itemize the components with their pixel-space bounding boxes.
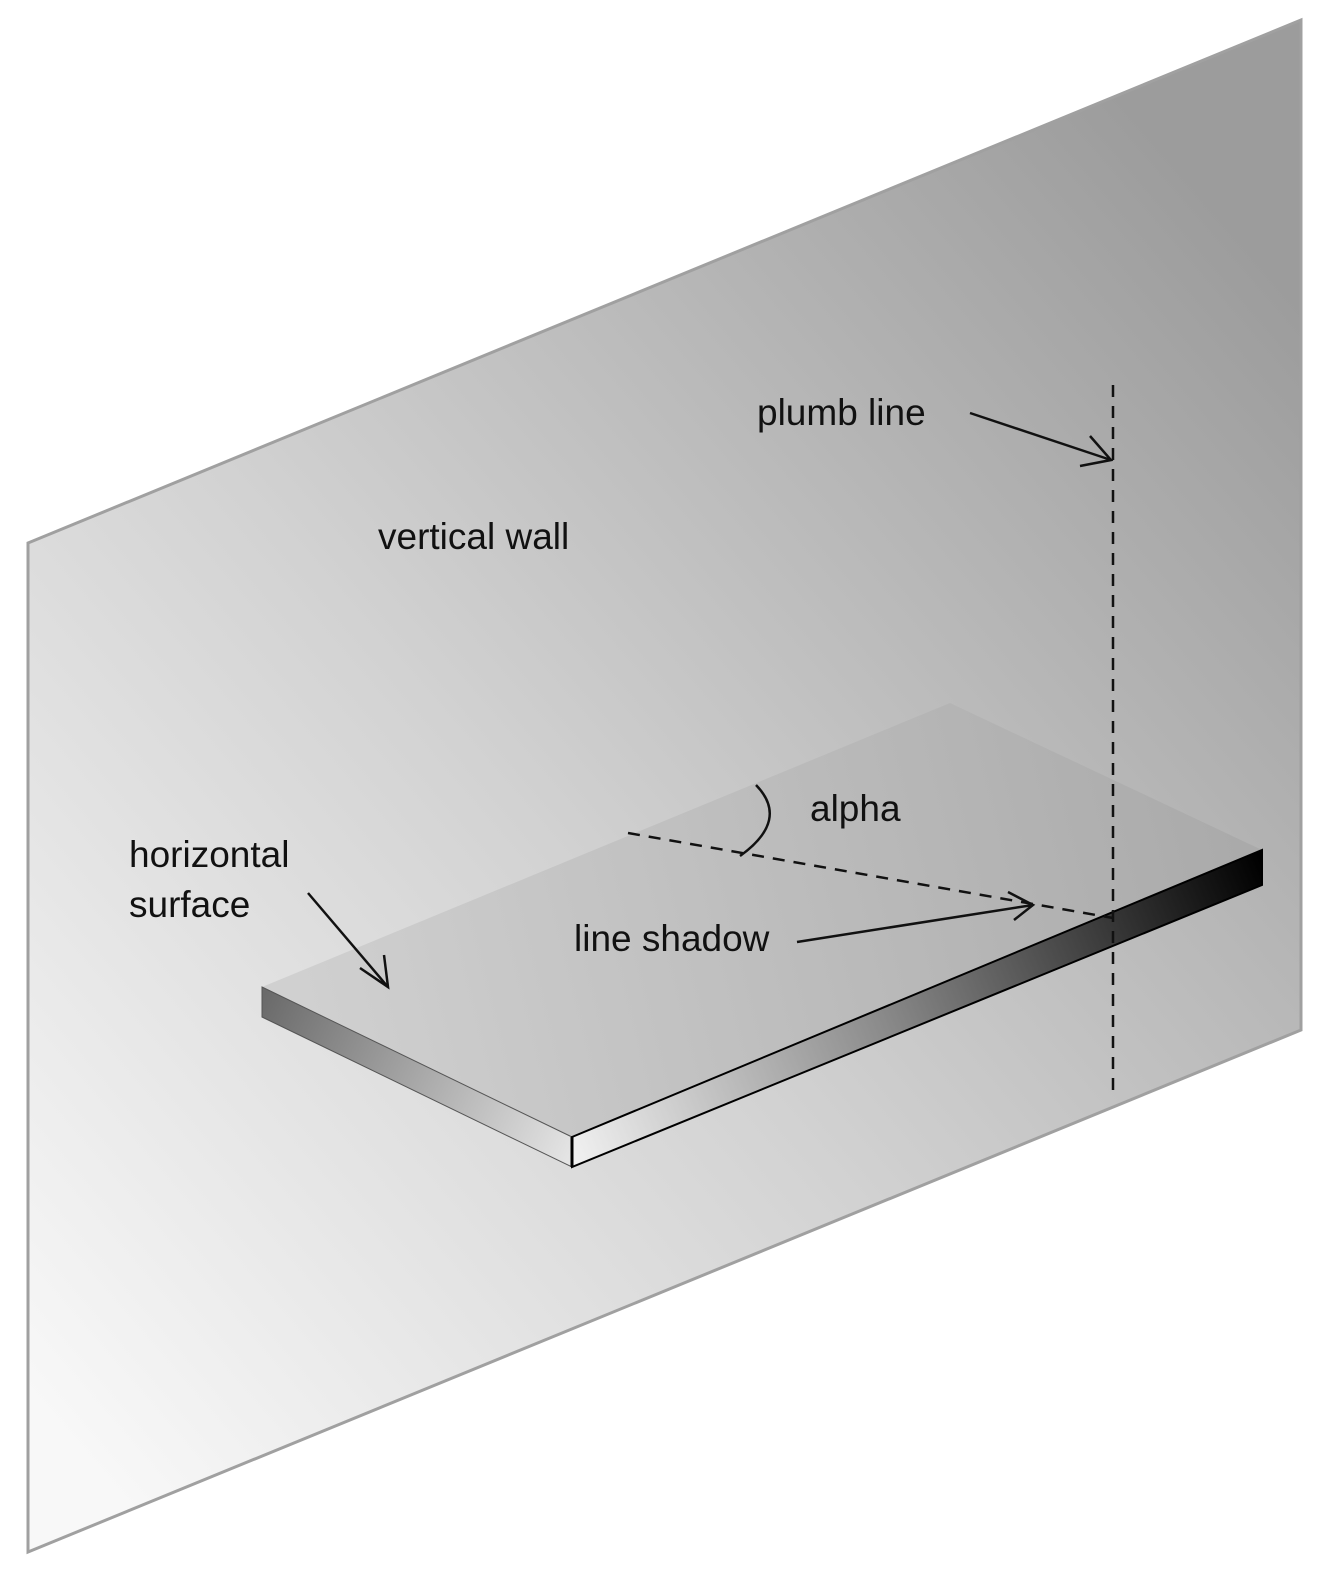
horizontal-surface-arrow bbox=[307, 892, 390, 990]
plumb-line-label: plumb line bbox=[757, 392, 926, 433]
line-shadow-label: line shadow bbox=[574, 918, 770, 959]
line-shadow-arrow bbox=[796, 890, 1036, 944]
horizontal-surface-label-line1: horizontal bbox=[129, 834, 289, 875]
vertical-wall-label: vertical wall bbox=[378, 516, 569, 557]
vertical-wall-plane bbox=[26, 17, 1303, 1555]
plumb-line-arrow bbox=[969, 411, 1114, 468]
alpha-label: alpha bbox=[810, 788, 901, 829]
horizontal-surface-label-line2: surface bbox=[129, 884, 250, 925]
alpha-angle-arc bbox=[739, 784, 772, 858]
horizontal-surface-top bbox=[262, 703, 1262, 1137]
